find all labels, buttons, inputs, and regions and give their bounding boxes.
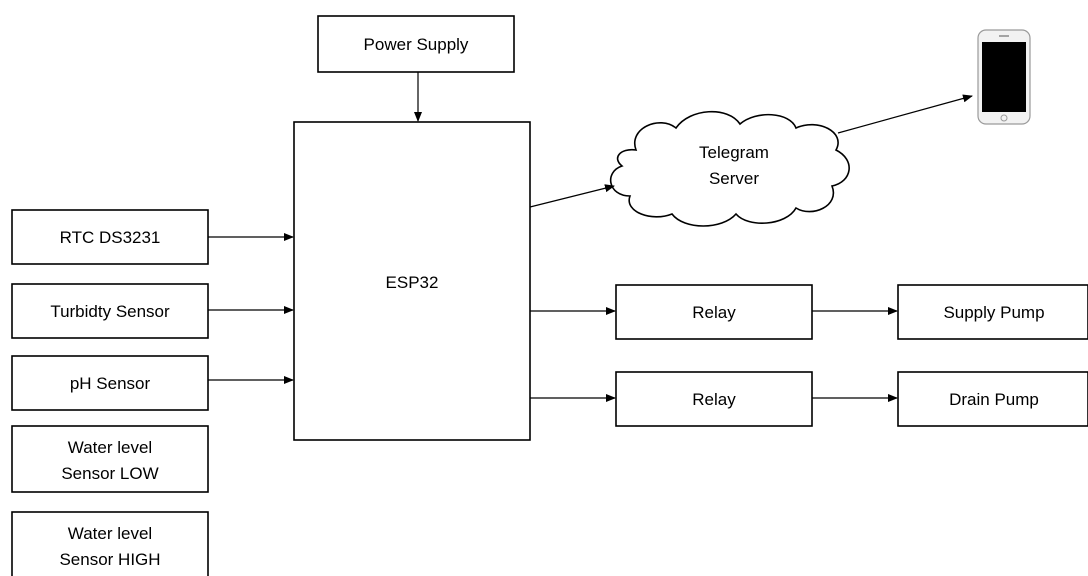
power-supply-block: Power Supply	[317, 15, 515, 73]
water-low-line1: Water level	[68, 438, 152, 457]
ph-block: pH Sensor	[11, 355, 209, 411]
water-low-line2: Sensor LOW	[61, 464, 158, 483]
drain-pump-block: Drain Pump	[897, 371, 1088, 427]
cloud-label-line1: Telegram	[699, 143, 769, 162]
relay-drain-block: Relay	[615, 371, 813, 427]
rtc-block: RTC DS3231	[11, 209, 209, 265]
telegram-server-cloud: Telegram Server	[609, 110, 850, 227]
water-high-line1: Water level	[68, 524, 152, 543]
relay-drain-label: Relay	[692, 390, 736, 409]
power-supply-label: Power Supply	[364, 35, 469, 54]
supply-pump-block: Supply Pump	[897, 284, 1088, 340]
wire-cloud-to-phone	[837, 94, 973, 134]
cloud-shape	[609, 110, 850, 227]
rtc-label: RTC DS3231	[60, 228, 161, 247]
esp32-label: ESP32	[386, 273, 439, 292]
relay-supply-block: Relay	[615, 284, 813, 340]
cloud-label-line2: Server	[709, 169, 759, 188]
esp32-block: ESP32	[293, 121, 531, 441]
water-high-block: Water level Sensor HIGH	[11, 511, 209, 576]
ph-label: pH Sensor	[70, 374, 151, 393]
wire-esp32-to-cloud	[529, 184, 615, 208]
drain-pump-label: Drain Pump	[949, 390, 1039, 409]
supply-pump-label: Supply Pump	[943, 303, 1044, 322]
turbidity-label: Turbidty Sensor	[50, 302, 170, 321]
water-high-line2: Sensor HIGH	[59, 550, 160, 569]
water-low-block: Water level Sensor LOW	[11, 425, 209, 493]
connectors	[208, 72, 973, 402]
smartphone-icon	[977, 29, 1031, 125]
turbidity-block: Turbidty Sensor	[11, 283, 209, 339]
relay-supply-label: Relay	[692, 303, 736, 322]
